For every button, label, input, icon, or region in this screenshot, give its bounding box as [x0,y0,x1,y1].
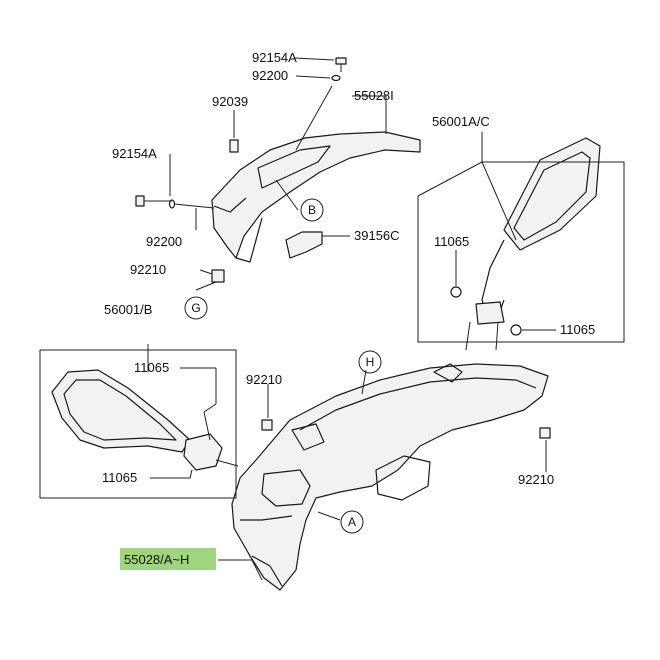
right-mirror-part [465,137,601,351]
label-92200-left: 92200 [146,234,182,249]
label-11065-left-1: 11065 [134,360,169,375]
marker-h: H [358,350,382,374]
label-92210-right: 92210 [518,472,554,487]
nut-92210-left [211,269,225,283]
label-92200-top: 92200 [252,68,288,83]
screw-92039 [229,139,239,153]
label-11065-left-2: 11065 [102,470,137,485]
label-55028i: 55028I [354,88,394,103]
left-mirror-part [51,369,239,471]
nut-11065-right-1 [450,286,462,298]
svg-text:B: B [308,203,316,217]
label-92039: 92039 [212,94,248,109]
svg-text:G: G [191,301,200,315]
label-55028ah: 55028/A~H [124,552,189,567]
nut-92210-mid [261,419,273,431]
washer-92200-top [331,74,341,82]
label-11065-right-2: 11065 [560,322,595,337]
label-56001ac: 56001A/C [432,114,490,129]
marker-g: G [184,296,208,320]
front-cowl-part [231,363,549,591]
marker-b: B [300,198,324,222]
label-92210-mid: 92210 [246,372,282,387]
label-39156c: 39156C [354,228,400,243]
nut-92210-right [539,427,551,439]
nut-11065-right-2 [510,324,522,336]
svg-text:H: H [366,355,375,369]
label-92154a-left: 92154A [112,146,157,161]
leader-lines [147,57,556,581]
highlight-box [120,548,216,570]
upper-cowl-part [211,131,421,263]
svg-text:A: A [348,515,356,529]
label-11065-right-1: 11065 [434,234,469,249]
label-92210-left: 92210 [130,262,166,277]
label-92154a-top: 92154A [252,50,297,65]
label-56001b: 56001/B [104,302,152,317]
mirror-left-group-box [39,349,237,499]
mirror-right-group-box [417,161,625,343]
marker-a: A [340,510,364,534]
screw-92154a-top [335,57,347,72]
part-39156c [285,231,323,259]
